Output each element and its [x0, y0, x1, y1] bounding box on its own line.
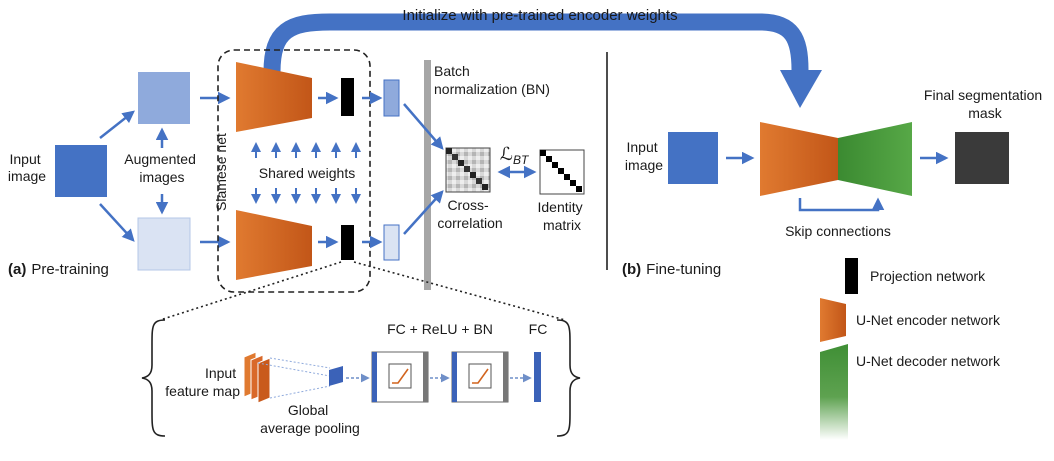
global-pooling-label: Global average pooling [260, 402, 360, 436]
pt-input-image [55, 145, 107, 197]
shared-weights-label: Shared weights [259, 165, 356, 181]
identity-matrix [539, 149, 585, 195]
augmented-image-bottom [137, 217, 191, 271]
ft-input-image [668, 132, 718, 184]
siamese-net-box [217, 49, 371, 293]
arrow-emb-bottom-to-cc [403, 190, 444, 235]
final-mask-label: Final segmentation mask [924, 87, 1046, 121]
detail-brace-right [556, 319, 581, 437]
ft-decoder [838, 122, 912, 196]
batch-norm-bar [424, 60, 431, 290]
legend-projection-label: Projection network [870, 268, 986, 284]
legend-decoder-swatch [820, 344, 848, 440]
panel-b-label: (b)Fine-tuning [622, 261, 721, 278]
final-mask [955, 132, 1009, 184]
fc-label: FC [529, 321, 548, 337]
augmented-images-label: Augmented images [124, 151, 200, 185]
identity-matrix-label: Identity matrix [537, 199, 586, 233]
init-weights-arrowhead [780, 70, 822, 108]
skip-connection-arrow [798, 197, 885, 212]
fc-block-2 [451, 351, 509, 403]
projection-bottom [341, 225, 354, 260]
arrow-emb-top-to-cc [403, 103, 444, 150]
detail-brace-left [141, 319, 166, 437]
loss-label: ℒBT [500, 144, 530, 167]
fc-relu-bn-label: FC + ReLU + BN [387, 321, 493, 337]
pt-input-image-label: Input image [8, 151, 46, 184]
skip-connections-label: Skip connections [785, 223, 891, 239]
embedding-bottom [383, 224, 400, 261]
pooling-lines [257, 357, 331, 399]
legend-encoder-swatch [820, 298, 846, 342]
legend-decoder-label: U-Net decoder network [856, 353, 1001, 369]
fc-output [534, 352, 541, 402]
shared-weights-arrows [251, 142, 361, 204]
legend-projection-swatch [845, 258, 858, 294]
projection-top [341, 78, 354, 116]
cross-correlation-label: Cross- correlation [437, 197, 502, 231]
arrow-input-to-aug-top [99, 110, 135, 139]
input-feature-map-label: Input feature map [165, 365, 240, 399]
embedding-top [383, 79, 400, 117]
ft-input-image-label: Input image [625, 139, 663, 173]
init-weights-arrow [263, 13, 809, 73]
encoder-top [236, 62, 312, 132]
legend-encoder-label: U-Net encoder network [856, 312, 1001, 328]
zoom-line-left [159, 261, 342, 321]
siamese-net-label: Siamese net [213, 133, 229, 211]
top-label: Initialize with pre-trained encoder weig… [402, 7, 677, 24]
cross-correlation-matrix [445, 147, 491, 193]
ft-encoder [760, 122, 838, 196]
encoder-bottom [236, 210, 312, 280]
augmented-image-top [138, 72, 190, 124]
batch-norm-label: Batch normalization (BN) [434, 63, 550, 97]
pooled-vector [329, 366, 343, 386]
input-feature-map [243, 351, 271, 404]
zoom-line-right [353, 261, 566, 321]
fc-block-1 [371, 351, 429, 403]
arrow-input-to-aug-bottom [99, 203, 135, 242]
panel-a-label: (a)Pre-training [8, 261, 109, 278]
